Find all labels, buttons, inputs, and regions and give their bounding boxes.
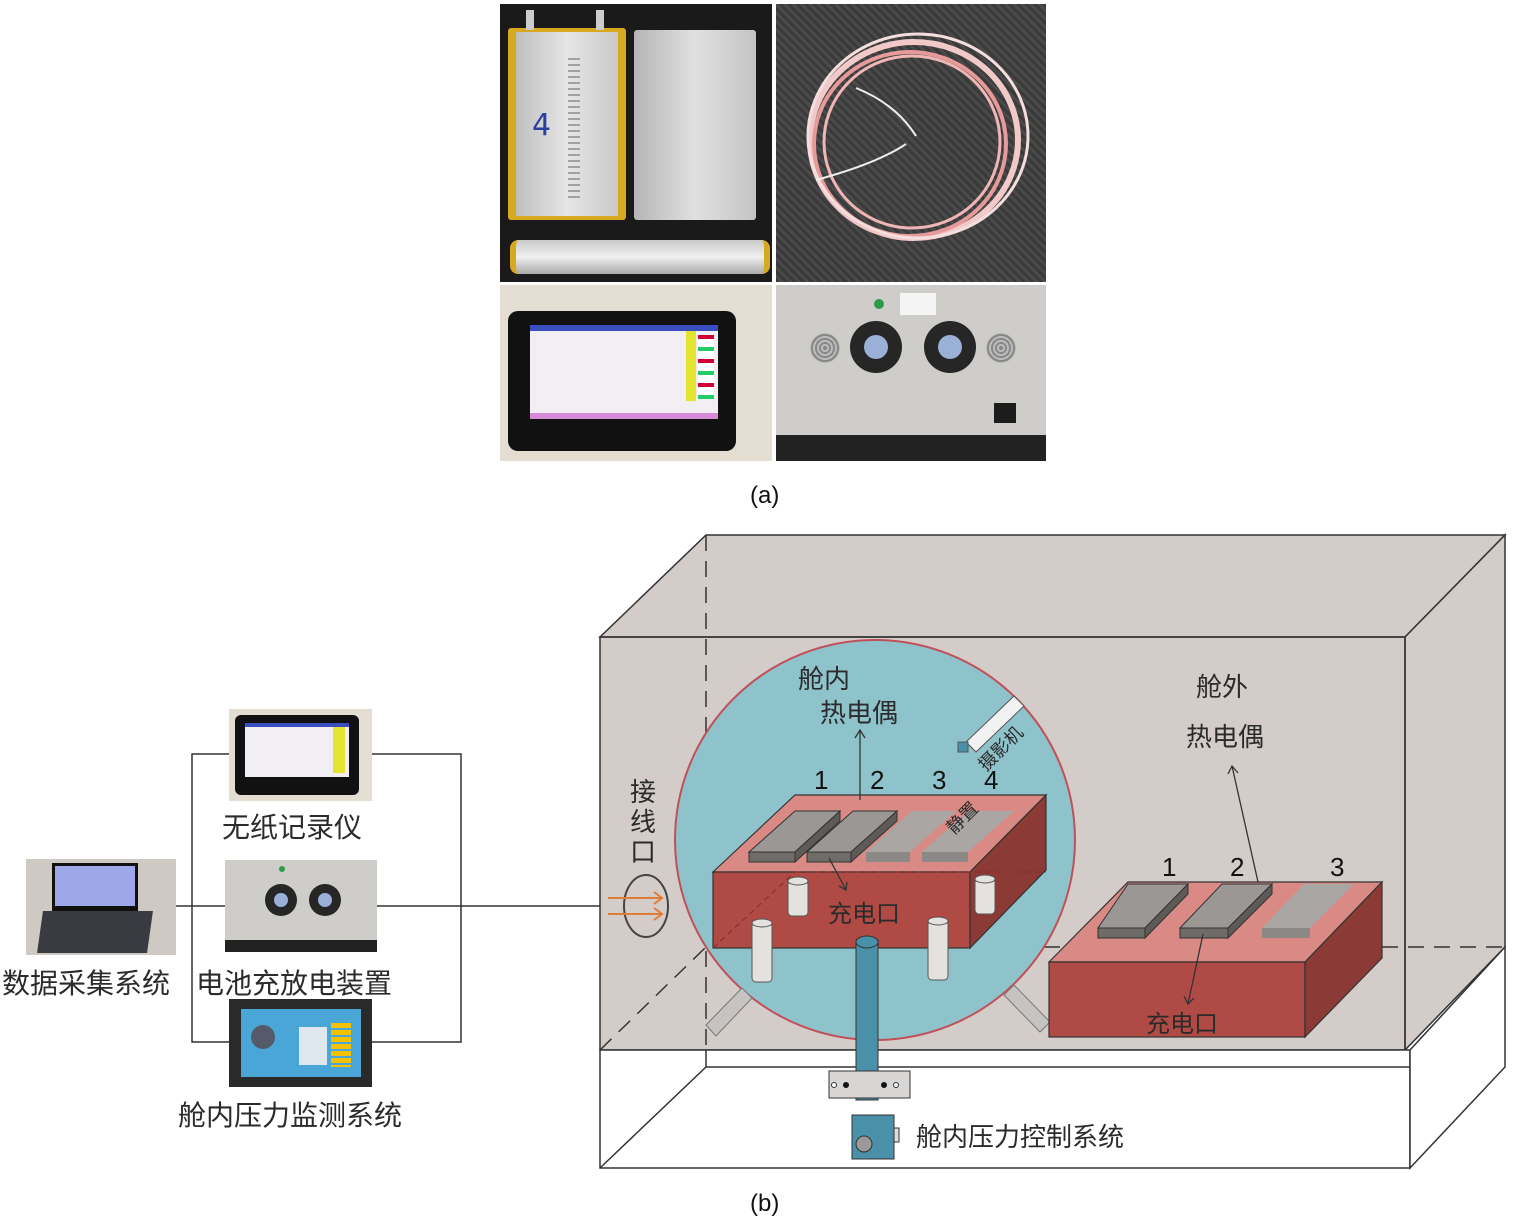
inner-cell-1 (747, 809, 842, 864)
chamber-leg-right (1003, 984, 1051, 1033)
base-inner-edge (599, 1066, 1505, 1169)
left-connection-lines (176, 753, 600, 1043)
inner-supports (751, 874, 996, 983)
inner-block-top (711, 794, 1048, 873)
photo-paperless-recorder (500, 285, 772, 461)
battery-silver (634, 30, 756, 220)
wiring-port (623, 874, 669, 938)
arrow-outer-thermocouple (1231, 765, 1259, 883)
hidden-edge-diagonal (599, 946, 707, 1051)
outer-cell-2 (1178, 882, 1274, 940)
caption-b: (b) (750, 1190, 780, 1217)
cabinet-body (600, 535, 1505, 1050)
rest-label: 静置 (943, 798, 983, 838)
inner-cell-number-4: 4 (984, 765, 998, 795)
chamber-leg-left (705, 987, 753, 1037)
outer-title-line1: 舱外 (1196, 673, 1248, 703)
connector-left-bus (191, 753, 229, 1043)
inner-cell-4 (922, 811, 1014, 862)
outer-cell-1 (1097, 882, 1190, 940)
inner-block-side (969, 793, 1047, 950)
inner-cell-number-3: 3 (932, 765, 946, 795)
pipe-clamp (828, 1070, 911, 1099)
arrow-outer-charge-port (1187, 933, 1204, 1005)
cabinet-front (599, 636, 1406, 1051)
inner-cell-number-2: 2 (870, 765, 884, 795)
pressure-monitor-thumbnail (229, 999, 372, 1087)
cabinet-top (598, 534, 1507, 638)
outer-block-top (1047, 881, 1384, 963)
recorder-thumbnail (229, 709, 372, 801)
camera-icon (957, 695, 1025, 753)
cabinet-side (1404, 533, 1506, 1052)
inner-charge-port-label: 充电口 (828, 900, 900, 928)
outer-cell-number-2: 2 (1230, 852, 1244, 882)
outer-charge-port-label: 充电口 (1146, 1010, 1218, 1038)
outer-cell-number-3: 3 (1330, 852, 1344, 882)
outer-block-front (1048, 961, 1306, 1038)
pressure-control-label: 舱内压力控制系统 (916, 1123, 1124, 1153)
arrow-inner-charge-port (828, 857, 847, 891)
pressure-pipe (828, 935, 911, 1160)
daq-laptop-thumbnail (26, 859, 176, 955)
outer-cell-3 (1262, 884, 1354, 938)
battery-marker: 4 (532, 108, 552, 143)
base-side (1409, 945, 1506, 1170)
base-area (600, 947, 1505, 1067)
photo-thermocouple-wire (776, 4, 1046, 282)
charger-thumbnail (225, 860, 377, 952)
battery-yellow: 4 (508, 28, 626, 220)
wire-coil (806, 32, 1030, 241)
label-pressure-monitor-system: 舱内压力监测系统 (178, 1099, 403, 1132)
caption-a: (a) (750, 482, 780, 509)
outer-cell-number-1: 1 (1162, 852, 1176, 882)
label-battery-charger: 电池充放电装置 (196, 967, 393, 1000)
pressure-chamber (674, 639, 1076, 1041)
outer-block-side (1304, 880, 1383, 1039)
pressure-controller-box (851, 1114, 895, 1160)
wiring-arrows (608, 891, 664, 921)
connector-right-bus (372, 753, 462, 1043)
label-paperless-recorder: 无纸记录仪 (222, 811, 363, 844)
outer-title-line2: 热电偶 (1186, 723, 1264, 753)
label-data-acquisition-system: 数据采集系统 (2, 967, 171, 1000)
inner-cell-2 (805, 809, 899, 864)
photo-pouch-batteries: 4 (500, 4, 772, 282)
base-front (599, 1049, 1411, 1169)
camera-label: 摄影机 (975, 723, 1028, 776)
photo-charge-discharge-device (776, 285, 1046, 461)
battery-side (510, 240, 770, 274)
wiring-port-label: 接线口 (630, 778, 657, 868)
inner-cell-number-1: 1 (814, 765, 828, 795)
inner-title-line1: 舱内 (798, 665, 850, 695)
inner-title-line2: 热电偶 (820, 699, 898, 729)
inner-block-front (712, 871, 971, 949)
inner-cell-3 (866, 811, 956, 862)
